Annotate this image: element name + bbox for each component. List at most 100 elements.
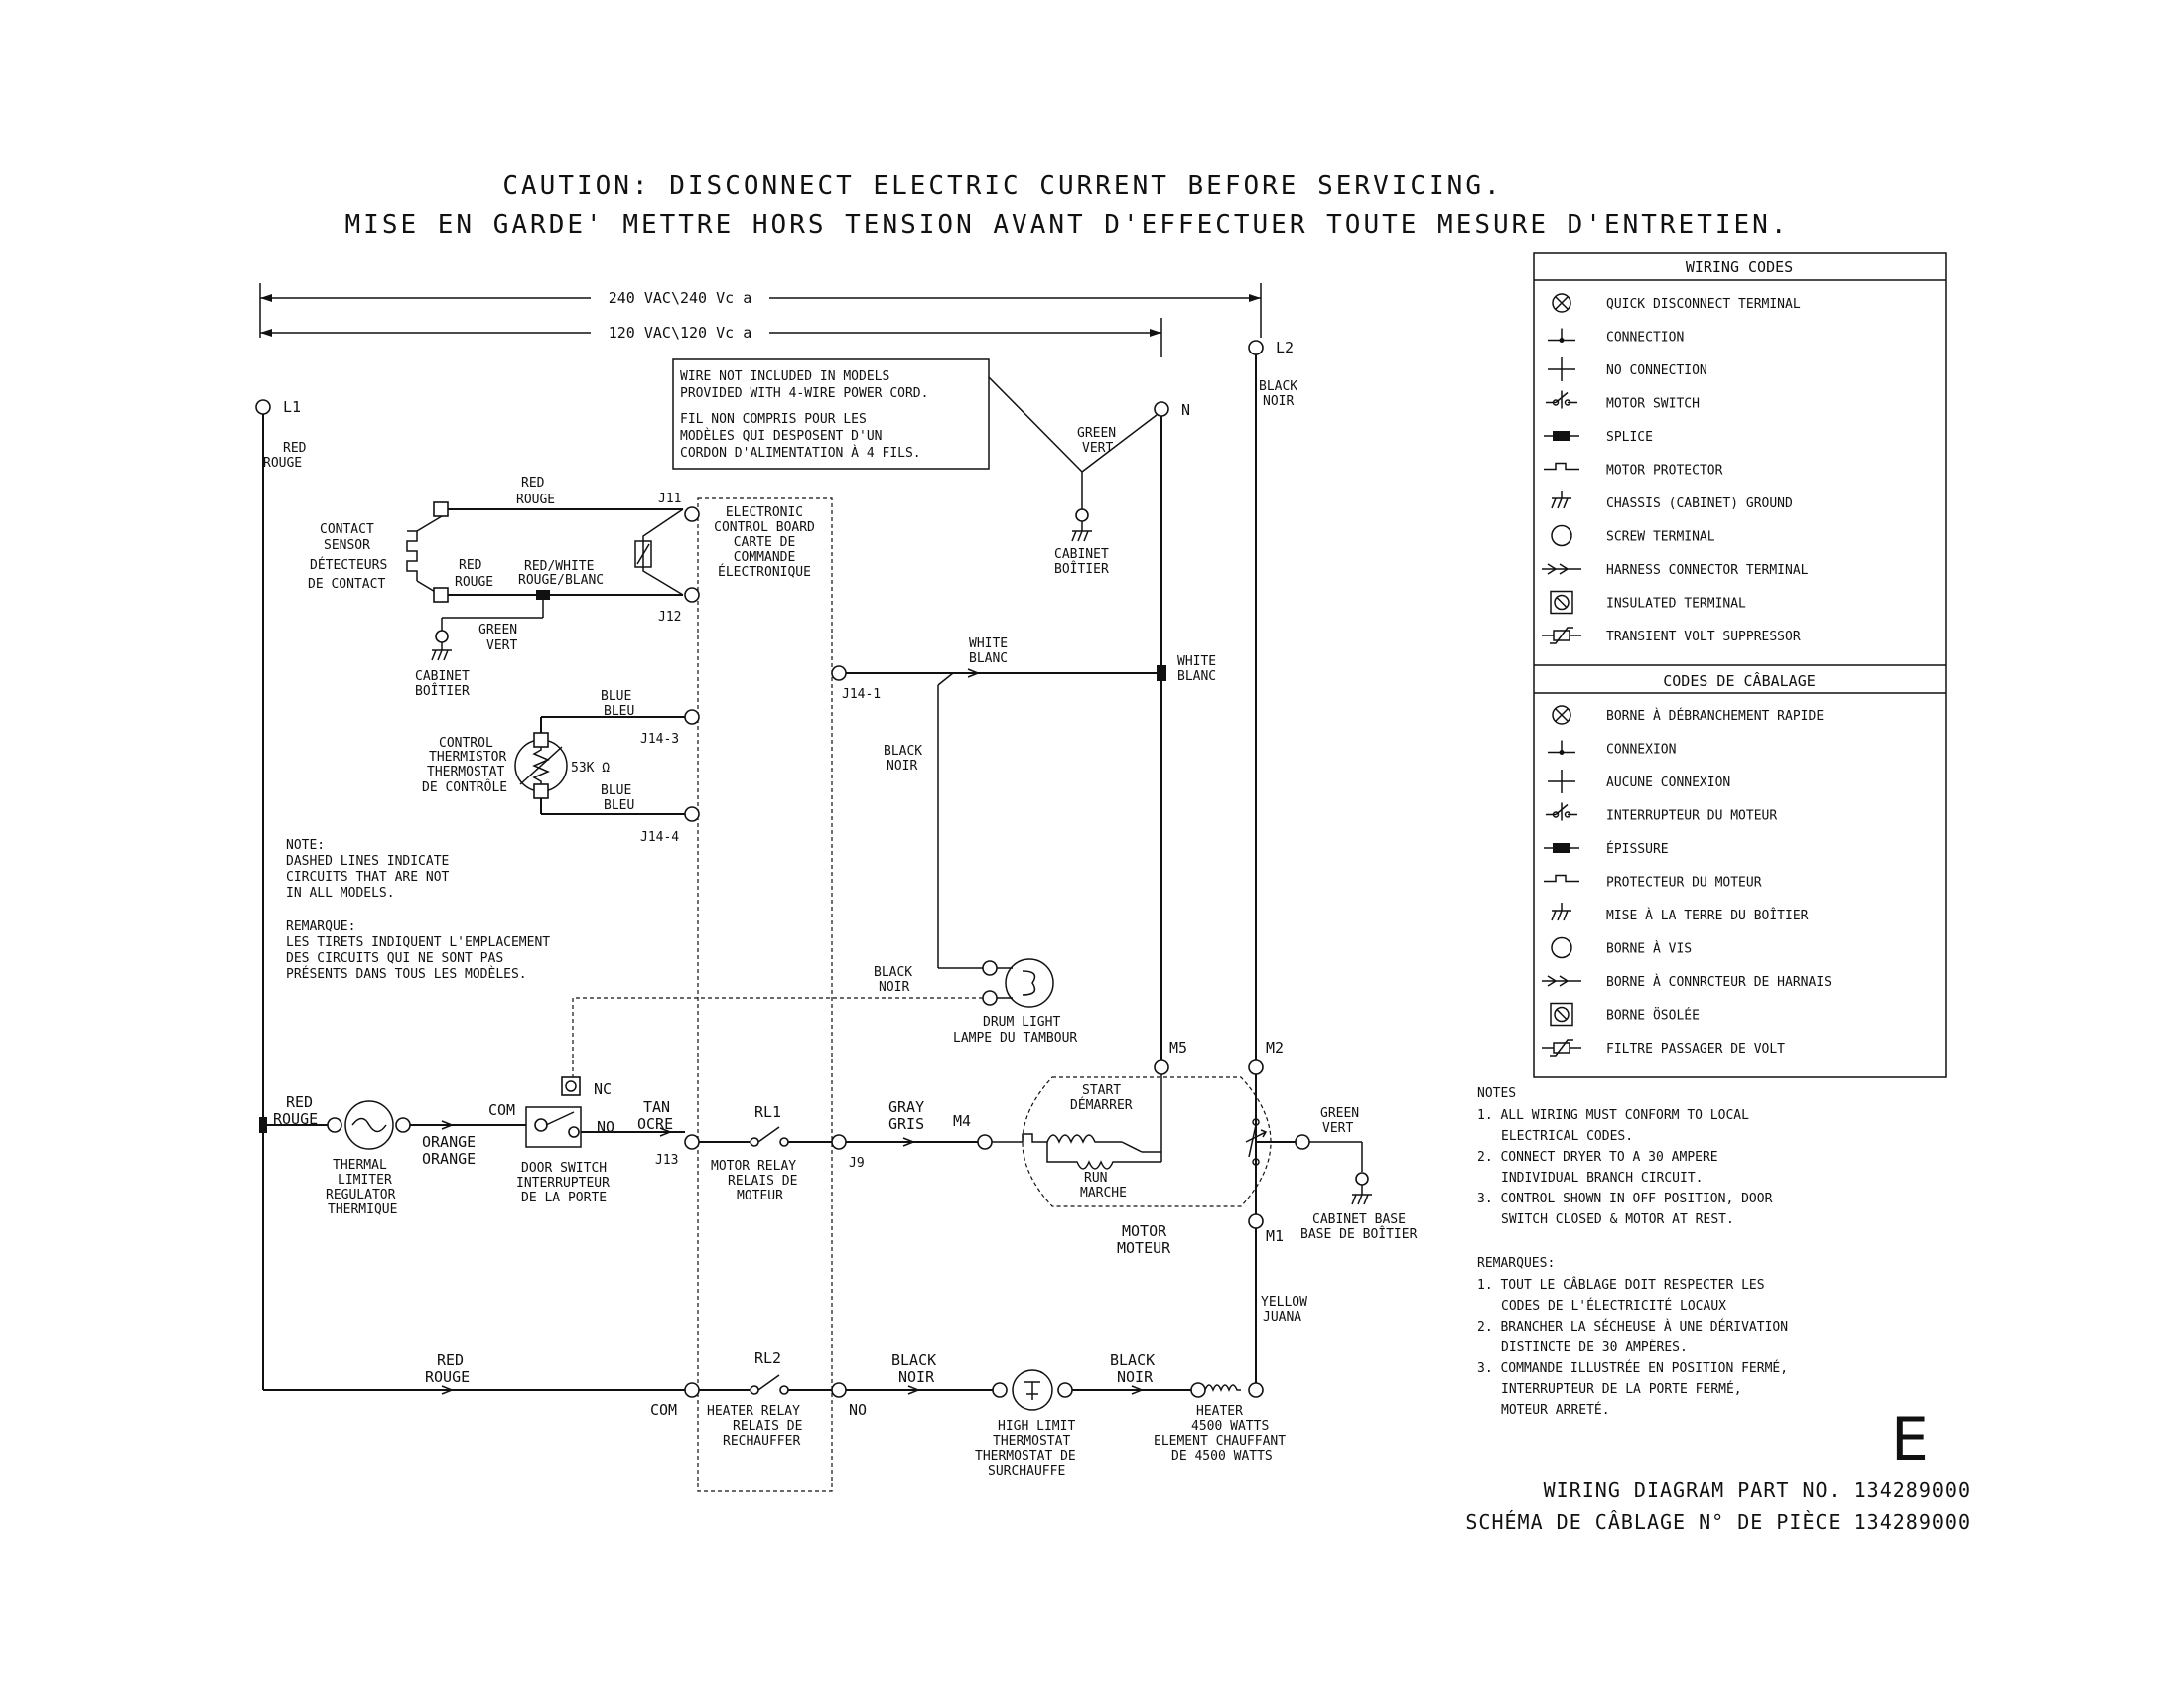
remarque-line: INTERRUPTEUR DE LA PORTE FERMÉ, xyxy=(1501,1381,1742,1397)
svg-text:J13: J13 xyxy=(655,1153,678,1168)
svg-text:RELAIS DE: RELAIS DE xyxy=(728,1174,797,1189)
wiring-code-label: HARNESS CONNECTOR TERMINAL xyxy=(1606,563,1809,578)
svg-text:PRÉSENTS DANS TOUS LES MODÈLES: PRÉSENTS DANS TOUS LES MODÈLES. xyxy=(286,966,527,982)
svg-text:BLACK: BLACK xyxy=(1110,1351,1155,1369)
svg-text:DE 4500 WATTS: DE 4500 WATTS xyxy=(1171,1449,1273,1464)
harness-connector-icon xyxy=(1131,1385,1143,1395)
motor-switch-icon xyxy=(1546,390,1577,409)
svg-text:SENSOR: SENSOR xyxy=(324,538,370,553)
svg-text:ORANGE: ORANGE xyxy=(422,1133,476,1151)
svg-text:RED: RED xyxy=(286,1093,313,1111)
quick-disconnect-icon xyxy=(1552,705,1571,725)
wiring-code-label: PROTECTEUR DU MOTEUR xyxy=(1606,876,1762,891)
svg-text:RELAIS DE: RELAIS DE xyxy=(733,1419,802,1434)
supply-240-label: 240 VAC\240 Vc a xyxy=(609,289,752,307)
l2-screw-terminal-icon xyxy=(1248,340,1264,355)
wiring-code-row: BORNE À DÉBRANCHEMENT RAPIDE xyxy=(1552,705,1824,725)
screw-terminal-icon xyxy=(1551,936,1572,959)
wiring-code-row: INTERRUPTEUR DU MOTEUR xyxy=(1546,802,1777,824)
motor-housing xyxy=(1022,1076,1272,1207)
svg-text:CONTROL: CONTROL xyxy=(439,736,493,751)
electronic-control-board xyxy=(697,497,833,1492)
svg-text:VERT: VERT xyxy=(486,638,517,653)
svg-text:BLANC: BLANC xyxy=(1177,669,1216,684)
wiring-code-row: BORNE À CONNRCTEUR DE HARNAIS xyxy=(1542,974,1832,990)
svg-text:CORDON D'ALIMENTATION À 4 FILS: CORDON D'ALIMENTATION À 4 FILS. xyxy=(680,445,921,461)
svg-text:DÉTECTEURS: DÉTECTEURS xyxy=(310,557,387,573)
svg-text:J12: J12 xyxy=(658,610,681,625)
chassis-ground-icon xyxy=(1351,1185,1372,1205)
high-limit-terminal-icon xyxy=(992,1382,1008,1398)
wiring-code-row: PROTECTEUR DU MOTEUR xyxy=(1544,874,1762,891)
svg-text:PROVIDED WITH 4-WIRE POWER COR: PROVIDED WITH 4-WIRE POWER CORD. xyxy=(680,386,928,401)
high-limit-terminal-icon xyxy=(1057,1382,1073,1398)
cabinet-base-terminal-icon xyxy=(1355,1172,1369,1186)
motor-ground-terminal-icon xyxy=(1295,1134,1310,1150)
contact-sensor: CONTACT SENSOR DÉTECTEURS DE CONTACT xyxy=(308,515,443,597)
svg-text:NO: NO xyxy=(849,1401,867,1419)
svg-text:JUANA: JUANA xyxy=(1263,1310,1301,1325)
wiring-code-label: AUCUNE CONNEXION xyxy=(1606,776,1730,790)
svg-text:ELEMENT CHAUFFANT: ELEMENT CHAUFFANT xyxy=(1154,1434,1286,1449)
wiring-code-row: CONNECTION xyxy=(1548,328,1684,346)
svg-text:INTERRUPTEUR: INTERRUPTEUR xyxy=(516,1176,610,1191)
wiring-code-row: MOTOR SWITCH xyxy=(1546,390,1700,412)
no-connection-icon xyxy=(1548,357,1575,381)
chassis-ground-icon xyxy=(431,642,452,661)
quick-disconnect-icon xyxy=(1552,293,1571,313)
thermal-limiter-icon xyxy=(344,1100,394,1150)
svg-text:ROUGE: ROUGE xyxy=(455,575,493,590)
harness-connector-icon xyxy=(1542,975,1581,987)
supply-120-dimension: 120 VAC\120 Vc a xyxy=(260,318,1162,357)
remarque-line: 1. TOUT LE CÂBLAGE DOIT RESPECTER LES xyxy=(1477,1277,1765,1293)
wiring-codes-table: WIRING CODES CODES DE CÂBALAGE QUICK DIS… xyxy=(1533,252,1947,1078)
j11-quick-disconnect-icon xyxy=(684,506,700,522)
connection-icon xyxy=(1548,328,1575,343)
cord-note-box: WIRE NOT INCLUDED IN MODELS PROVIDED WIT… xyxy=(672,358,990,470)
revision-letter: E xyxy=(1891,1405,1929,1475)
n-screw-terminal-icon xyxy=(1154,401,1169,417)
svg-text:RL2: RL2 xyxy=(754,1349,781,1367)
wiring-code-label: SPLICE xyxy=(1606,430,1653,445)
splice-icon xyxy=(1544,843,1579,853)
insulated-terminal-icon xyxy=(1550,1002,1573,1027)
wiring-code-row: FILTRE PASSAGER DE VOLT xyxy=(1542,1039,1785,1057)
caution-en: CAUTION: DISCONNECT ELECTRIC CURRENT BEF… xyxy=(502,171,1502,201)
svg-text:NOIR: NOIR xyxy=(1117,1368,1154,1386)
svg-text:ORANGE: ORANGE xyxy=(422,1150,476,1168)
l1-screw-terminal-icon xyxy=(255,399,271,415)
harness-connector-icon xyxy=(441,1385,453,1395)
svg-text:J9: J9 xyxy=(849,1156,865,1171)
svg-text:CONTROL BOARD: CONTROL BOARD xyxy=(714,520,815,535)
svg-text:BLACK: BLACK xyxy=(884,744,922,759)
svg-text:OCRE: OCRE xyxy=(637,1115,673,1133)
svg-text:NOIR: NOIR xyxy=(898,1368,935,1386)
note-line: 2. CONNECT DRYER TO A 30 AMPERE xyxy=(1477,1150,1718,1165)
note-line: SWITCH CLOSED & MOTOR AT REST. xyxy=(1501,1212,1734,1227)
wiring-code-label: SCREW TERMINAL xyxy=(1606,530,1715,545)
svg-text:WHITE: WHITE xyxy=(969,636,1008,651)
wiring-code-label: ÉPISSURE xyxy=(1606,841,1669,857)
sensor-ground-terminal-icon xyxy=(435,630,449,643)
motor-switch-icon xyxy=(1245,1118,1268,1166)
svg-text:WIRE NOT INCLUDED IN MODELS: WIRE NOT INCLUDED IN MODELS xyxy=(680,369,889,384)
note-line: INDIVIDUAL BRANCH CIRCUIT. xyxy=(1501,1171,1704,1186)
svg-text:ROUGE: ROUGE xyxy=(273,1110,318,1128)
svg-text:CABINET: CABINET xyxy=(1054,547,1109,562)
splice-icon xyxy=(536,590,550,600)
svg-text:IN ALL MODELS.: IN ALL MODELS. xyxy=(286,886,395,901)
j12-quick-disconnect-icon xyxy=(684,587,700,603)
svg-text:GREEN: GREEN xyxy=(1077,426,1116,441)
wiring-code-label: QUICK DISCONNECT TERMINAL xyxy=(1606,297,1801,312)
drum-light-terminal-icon xyxy=(982,960,998,976)
screw-terminal-icon xyxy=(1551,524,1572,547)
l1-wire-color: RED xyxy=(283,441,307,456)
svg-text:BOÎTIER: BOÎTIER xyxy=(415,683,470,699)
svg-text:CARTE DE: CARTE DE xyxy=(734,535,796,550)
remarque-line: DISTINCTE DE 30 AMPÈRES. xyxy=(1501,1340,1688,1355)
note-line: 1. ALL WIRING MUST CONFORM TO LOCAL xyxy=(1477,1108,1749,1123)
part-number-fr: SCHÉMA DE CÂBLAGE N° DE PIÈCE 134289000 xyxy=(1465,1510,1971,1534)
heater-relay-com-terminal-icon xyxy=(684,1382,700,1398)
caution-fr: MISE EN GARDE' METTRE HORS TENSION AVANT… xyxy=(345,211,1790,240)
heater-terminal-icon xyxy=(1190,1382,1206,1398)
